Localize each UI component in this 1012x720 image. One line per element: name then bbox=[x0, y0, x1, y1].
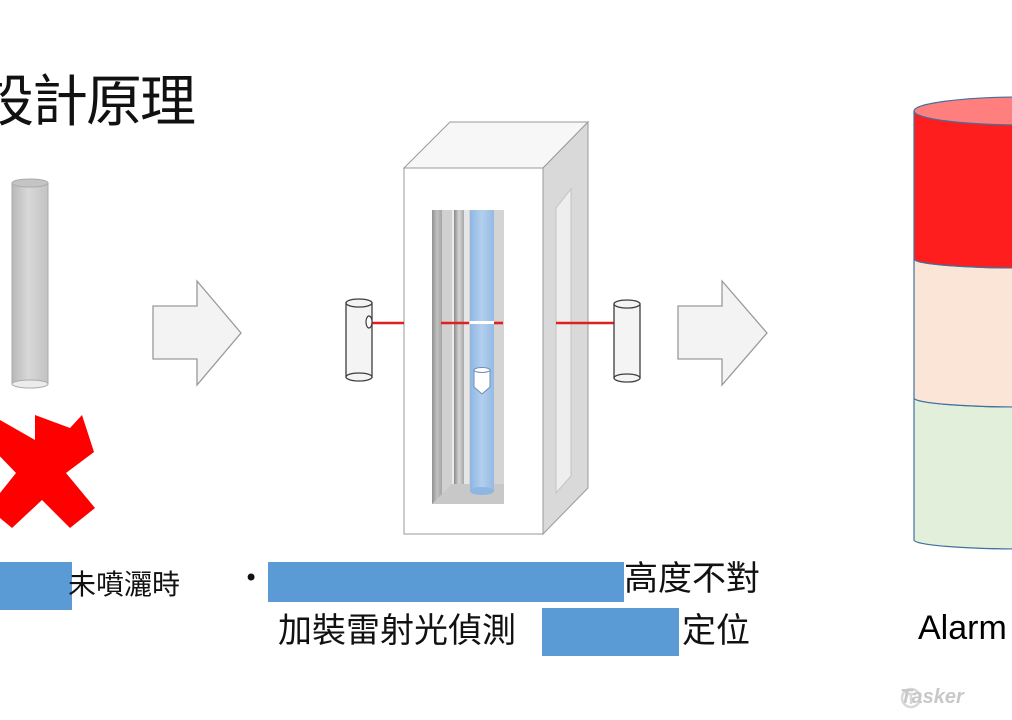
right-arrow-icon bbox=[152, 279, 242, 387]
bullet-line2-text: 加裝雷射光偵測 bbox=[278, 611, 516, 651]
left-caption: 未噴灑時 bbox=[68, 568, 181, 601]
watermark-logo-icon bbox=[900, 687, 922, 709]
bullet-dot: • bbox=[244, 564, 259, 592]
redacted-block bbox=[268, 562, 624, 602]
alarm-tower bbox=[913, 96, 1012, 550]
blue-tube bbox=[470, 210, 494, 495]
laser-receiver-icon bbox=[613, 299, 641, 383]
redacted-block bbox=[542, 608, 679, 656]
grey-tube bbox=[11, 178, 49, 389]
bullet-line1-text: 高度不對 bbox=[624, 559, 760, 599]
nozzle-icon bbox=[473, 367, 491, 395]
redacted-block bbox=[0, 562, 72, 610]
alarm-label: Alarm bbox=[918, 609, 1007, 647]
sensor-box bbox=[402, 120, 590, 536]
bullet-line2-suffix: 定位 bbox=[682, 611, 750, 651]
right-arrow-icon bbox=[677, 279, 768, 387]
watermark-text: Tasker bbox=[900, 686, 964, 708]
slide-title: 設計原理 bbox=[0, 70, 196, 135]
cross-mark-icon bbox=[0, 415, 95, 528]
laser-emitter-icon bbox=[345, 298, 373, 382]
